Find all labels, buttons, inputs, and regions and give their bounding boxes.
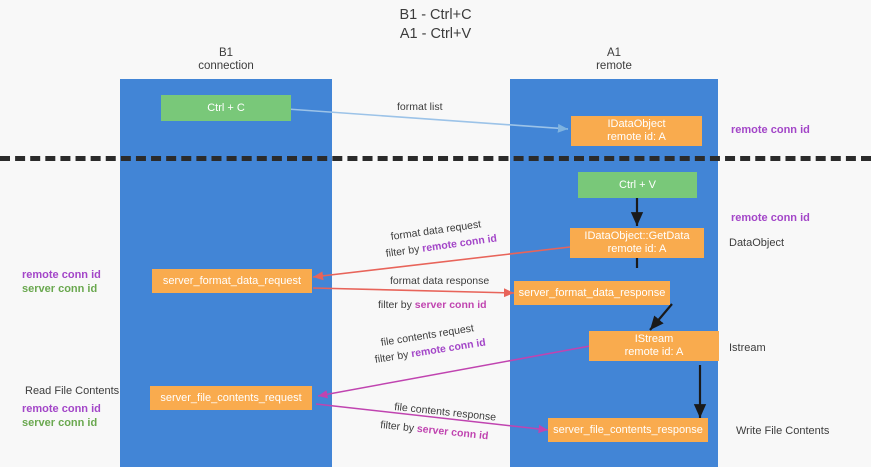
box-ctrl-c[interactable]: Ctrl + C <box>161 95 291 121</box>
annotation-dataobject: DataObject <box>729 237 785 249</box>
annotation-server-conn-id-left-bottom: server conn id <box>22 417 98 429</box>
box-idataobject-getdata[interactable]: IDataObject::GetData remote id: A <box>570 228 704 258</box>
annotation-remote-conn-id-mid: remote conn id <box>731 212 810 224</box>
edge-label-format-list: format list <box>397 101 443 113</box>
edge-label-format-data-response-filter: filter by server conn id <box>378 299 487 312</box>
page-title: B1 - Ctrl+C A1 - Ctrl+V <box>399 7 472 42</box>
annotation-conn-ids-bottom: remote conn id server conn id <box>22 402 101 430</box>
annotation-remote-conn-id-left-bottom: remote conn id <box>22 403 101 415</box>
edge-label-file-contents-response-filter: filter by server conn id <box>380 419 489 443</box>
annotation-remote-conn-id-top: remote conn id <box>731 124 810 136</box>
box-server-format-data-request[interactable]: server_format_data_request <box>152 269 312 293</box>
phase-divider <box>0 156 871 161</box>
column-header-b1: B1 connection <box>198 47 254 72</box>
filter-key: server conn id <box>416 422 489 443</box>
box-idataobject[interactable]: IDataObject remote id: A <box>571 116 702 146</box>
annotation-read-file-contents: Read File Contents <box>25 385 120 397</box>
box-server-format-data-response[interactable]: server_format_data_response <box>514 281 670 305</box>
annotation-istream: Istream <box>729 342 766 354</box>
annotation-conn-ids-mid: remote conn id server conn id <box>22 268 101 296</box>
box-server-file-contents-response[interactable]: server_file_contents_response <box>548 418 708 442</box>
filter-prefix: filter by <box>374 348 413 366</box>
filter-prefix: filter by <box>385 242 424 260</box>
filter-prefix: filter by <box>378 299 415 311</box>
edge-label-format-data-response: format data response <box>390 275 490 287</box>
filter-key: server conn id <box>414 299 487 311</box>
annotation-write-file-contents: Write File Contents <box>736 425 830 437</box>
annotation-remote-conn-id-left-mid: remote conn id <box>22 269 101 281</box>
box-server-file-contents-request[interactable]: server_file_contents_request <box>150 386 312 410</box>
box-ctrl-v[interactable]: Ctrl + V <box>578 172 697 198</box>
filter-prefix: filter by <box>379 419 418 435</box>
annotation-server-conn-id-left-mid: server conn id <box>22 283 98 295</box>
column-header-a1: A1 remote <box>596 47 632 72</box>
box-istream[interactable]: IStream remote id: A <box>589 331 719 361</box>
